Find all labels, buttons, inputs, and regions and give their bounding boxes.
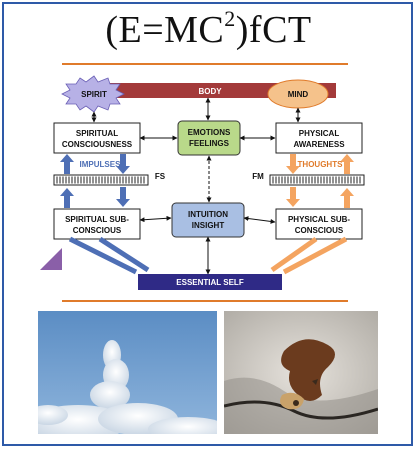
intuition-line1: INTUITION — [188, 210, 228, 219]
spiritual-consciousness-line1: SPIRITUAL — [76, 129, 118, 138]
spirit-starburst — [61, 75, 125, 113]
essential-self-bar — [138, 274, 282, 290]
emotions-line2: FEELINGS — [189, 139, 230, 148]
rock-stain-photo — [224, 311, 378, 434]
corner-accent — [40, 248, 62, 270]
impulse-up-arrow — [60, 154, 74, 174]
fs-label: FS — [155, 172, 166, 181]
physical-awareness-box — [275, 122, 363, 154]
cloud-photo — [38, 311, 217, 434]
spiritual-consciousness-line2: CONSCIOUSNESS — [62, 140, 133, 149]
formula-title: (E=MC2)fCT — [105, 6, 312, 51]
mind-label: MIND — [288, 90, 309, 99]
filter-fs-bar — [53, 174, 149, 186]
subconscious-down-arrow-left — [116, 187, 130, 207]
thoughts-label: THOUGHTS — [298, 160, 344, 169]
spiritual-subconscious-line2: CONSCIOUS — [73, 226, 122, 235]
spiritual-subconscious-line1: SPIRITUAL SUB- — [65, 215, 129, 224]
subconscious-up-arrow-right — [340, 188, 354, 208]
physical-awareness-line2: AWARENESS — [293, 140, 345, 149]
top-divider — [62, 63, 348, 65]
mind-body-diagram: BODY SPIRIT MIND SPIRITUAL CONSCIOUSNESS… — [40, 75, 365, 290]
spiritual-subconscious-box — [53, 208, 141, 240]
impulses-label: IMPULSES — [80, 160, 122, 169]
subconscious-down-arrow-right — [286, 187, 300, 207]
physical-subconscious-box — [275, 208, 363, 240]
physical-subconscious-line1: PHYSICAL SUB- — [288, 215, 350, 224]
physical-awareness-line1: PHYSICAL — [299, 129, 340, 138]
thought-up-arrow — [340, 154, 354, 174]
bottom-divider — [62, 300, 348, 302]
spiritual-consciousness-box — [53, 122, 141, 154]
intuition-box — [171, 202, 245, 238]
impulse-down-arrow — [116, 154, 130, 174]
emotions-box — [177, 120, 241, 156]
subconscious-up-arrow-left — [60, 188, 74, 208]
filter-fm-bar — [269, 174, 365, 186]
page-frame — [2, 2, 413, 446]
essential-self-label: ESSENTIAL SELF — [176, 278, 244, 287]
thought-down-arrow — [286, 154, 300, 174]
intuition-line2: INSIGHT — [192, 221, 225, 230]
body-label: BODY — [198, 87, 222, 96]
emotions-line1: EMOTIONS — [188, 128, 231, 137]
physical-subconscious-line2: CONSCIOUS — [295, 226, 344, 235]
spirit-label: SPIRIT — [81, 90, 107, 99]
fm-label: FM — [252, 172, 264, 181]
